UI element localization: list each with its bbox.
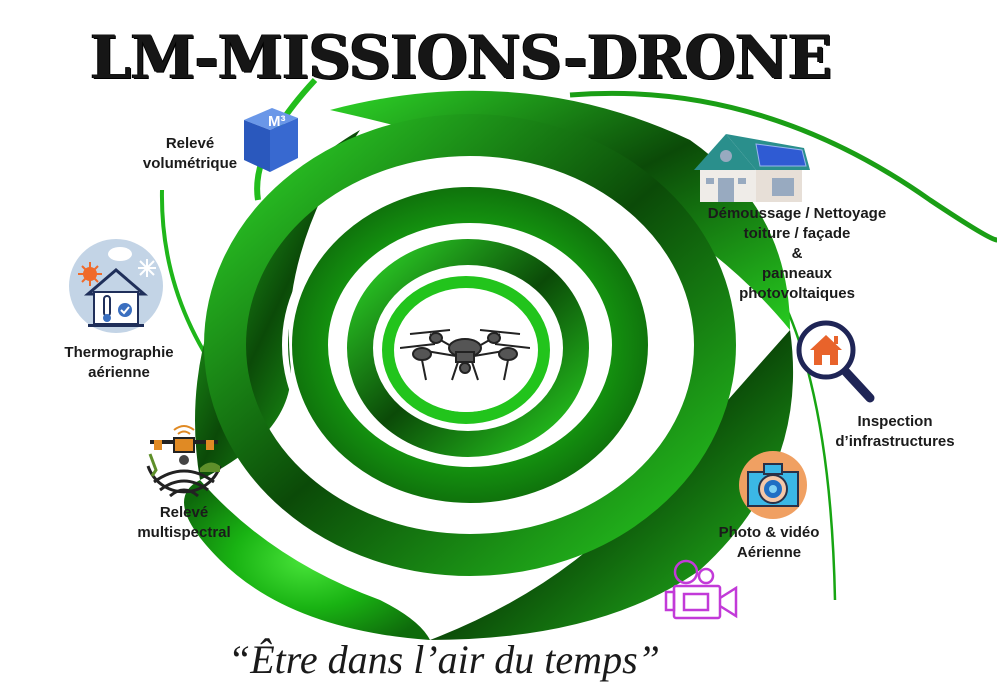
service-label-line: Relevé (159, 504, 209, 521)
service-inspection: Inspection d’infrastructures (820, 412, 970, 452)
page-title: LM-MISSIONS-DRONE (90, 23, 833, 93)
service-volumetric: Relevé volumétrique (130, 134, 250, 174)
service-label-line: Photo & vidéo (718, 524, 820, 541)
magnifier-house-icon (796, 320, 876, 404)
service-label-line: photovoltaiques (739, 285, 855, 302)
service-label-line: d’infrastructures (835, 433, 955, 450)
svg-text:M³: M³ (268, 113, 286, 130)
video-camera-icon (664, 558, 740, 622)
service-label-line: Relevé (165, 135, 215, 152)
service-label-line: Thermographie (64, 344, 174, 361)
solar-house-icon (694, 130, 812, 202)
thermography-house-icon (68, 238, 164, 334)
service-label-line: volumétrique (142, 155, 238, 172)
service-label-line: Démoussage / Nettoyage (707, 205, 887, 222)
service-multispectral: Relevé multispectral (120, 503, 248, 543)
service-photo-video: Photo & vidéo Aérienne (694, 523, 844, 563)
multispectral-drone-icon (140, 420, 228, 500)
service-label-line: toiture / façade (743, 225, 851, 242)
service-label-line: panneaux (761, 265, 833, 282)
service-label-line: multispectral (137, 524, 231, 541)
m3-cube-icon: M³ (240, 104, 302, 174)
service-label-line: Inspection (857, 413, 933, 430)
service-label-line: & (791, 245, 803, 262)
tagline: “Être dans l’air du temps” (228, 637, 660, 682)
drone-icon (400, 322, 530, 386)
service-roof-cleaning: Démoussage / Nettoyage toiture / façade … (682, 204, 912, 304)
camera-icon (738, 450, 808, 520)
service-label-line: aérienne (88, 364, 150, 381)
service-thermography: Thermographie aérienne (50, 343, 188, 383)
service-label-line: Aérienne (736, 544, 802, 561)
